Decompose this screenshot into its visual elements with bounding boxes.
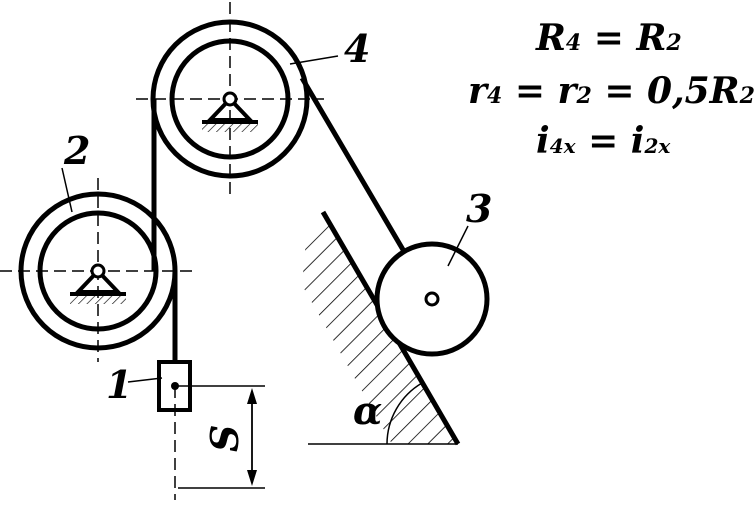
equation-r4-eq-r2-half: r4 = r2 = 0,5R2 [468,70,755,112]
equations: R4 = R2 r4 = r2 = 0,5R2 i4x = i2x [468,17,755,162]
label-displacement-s: S [202,425,247,452]
leader-lines [61,55,469,383]
label-angle-alpha: α [353,388,382,433]
pulley-4 [136,2,324,196]
equation-i4x-eq-i2x: i4x = i2x [536,120,671,162]
pulley-2 [0,178,195,362]
body-3-cylinder [374,241,490,357]
label-body-1: 1 [106,362,132,407]
label-body-2: 2 [63,128,90,173]
body-1-block [157,360,192,500]
label-body-4: 4 [344,26,370,71]
displacement-s [178,385,265,489]
label-body-3: 3 [466,186,492,231]
equation-r4-eq-r2: R4 = R2 [535,17,682,59]
